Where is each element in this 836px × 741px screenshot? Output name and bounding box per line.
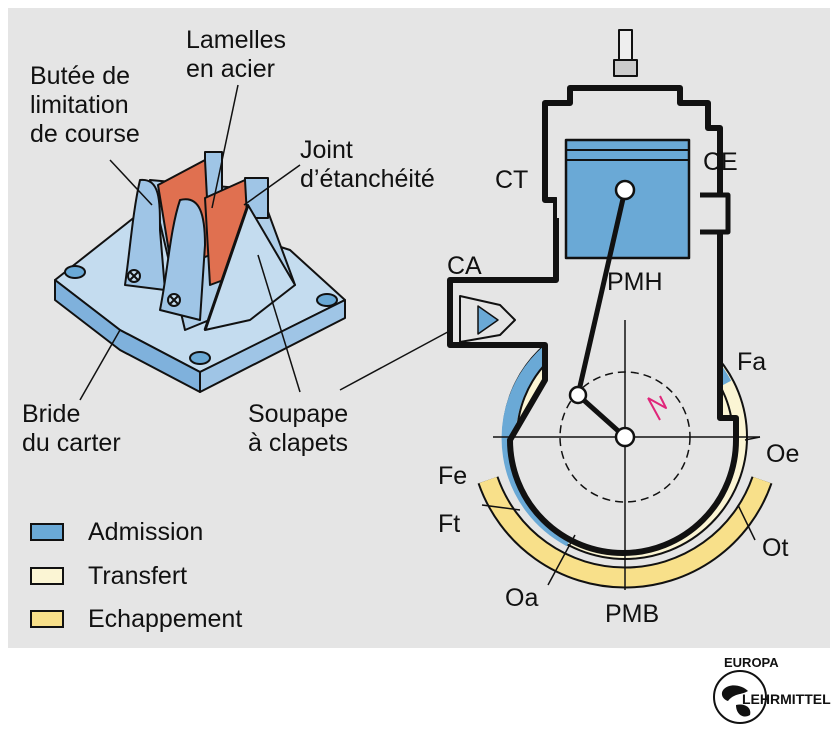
label-joint: Joint d’étanchéité: [300, 136, 435, 193]
reed-leader-lines: [79, 84, 471, 401]
legend-item-admission: Admission: [30, 517, 203, 547]
label-fe: Fe: [438, 462, 468, 490]
globe-icon: [713, 670, 767, 724]
legend-label: Echappement: [88, 604, 243, 633]
label-fa: Fa: [737, 348, 767, 376]
label-soupape: Soupape à clapets: [248, 400, 349, 457]
logo-bottom-text: LEHRMITTEL: [742, 691, 831, 707]
label-bride: Bride du carter: [22, 400, 121, 457]
reed-valve-drawing: [54, 151, 346, 393]
logo-top-text: EUROPA: [724, 655, 779, 670]
label-ce: CE: [703, 148, 738, 176]
label-butee: Butée de limitation de course: [30, 62, 140, 148]
label-oa: Oa: [505, 584, 539, 612]
label-ct: CT: [495, 166, 529, 194]
label-pmb: PMB: [605, 600, 660, 628]
legend-swatch-admission: [30, 523, 64, 541]
legend-swatch-transfert: [30, 567, 64, 585]
legend-label: Admission: [88, 517, 204, 546]
label-ft: Ft: [438, 510, 461, 538]
label-oe: Oe: [766, 440, 800, 468]
engine-leader-lines: [481, 436, 761, 586]
label-ca: CA: [447, 252, 482, 280]
engine-drawing: [447, 29, 773, 590]
label-ot: Ot: [762, 534, 789, 562]
label-pmh: PMH: [607, 268, 663, 296]
legend-item-echappement: Echappement: [30, 604, 242, 634]
legend-label: Transfert: [88, 561, 188, 590]
label-lamelles: Lamelles en acier: [186, 26, 287, 83]
europa-logo: EUROPA LEHRMITTEL: [690, 655, 831, 735]
legend-swatch-echappement: [30, 610, 64, 628]
legend-item-transfert: Transfert: [30, 561, 187, 591]
